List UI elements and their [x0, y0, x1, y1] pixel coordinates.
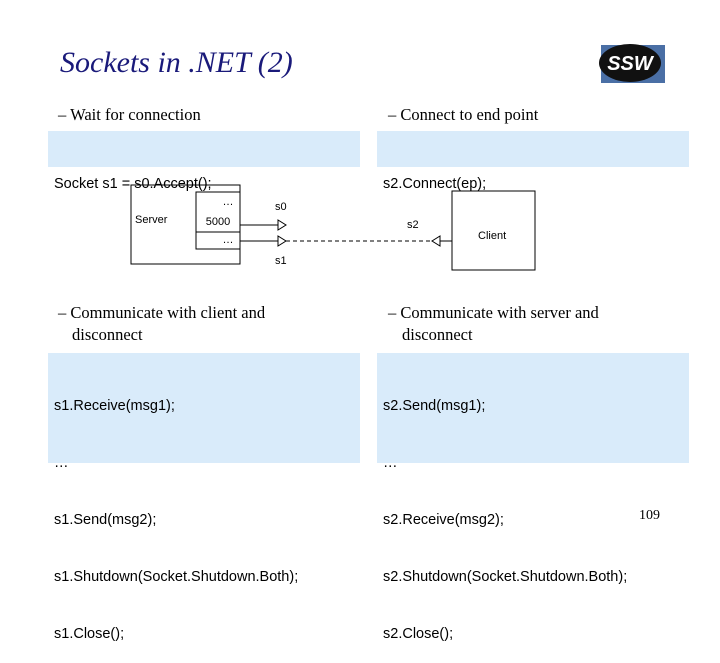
slide-title: Sockets in .NET (2): [60, 46, 293, 79]
svg-text:SSW: SSW: [607, 53, 655, 75]
code-line: s1.Shutdown(Socket.Shutdown.Both);: [54, 569, 299, 585]
s1-label: s1: [275, 255, 287, 267]
heading-line: – Communicate with client and: [58, 303, 266, 322]
client-box: [451, 190, 536, 271]
port-top-ellipsis: …: [223, 196, 234, 208]
client-label: Client: [478, 230, 506, 242]
client-communicate-heading: – Communicate with server and disconnect: [388, 302, 599, 346]
s0-label: s0: [275, 201, 287, 213]
ssw-logo: SSW: [599, 44, 665, 83]
server-code-box: s1.Receive(msg1); … s1.Send(msg2); s1.Sh…: [48, 353, 360, 642]
server-communicate-heading: – Communicate with client and disconnect: [58, 302, 265, 346]
wait-heading: – Wait for connection: [58, 105, 201, 124]
code-line: s1.Close();: [54, 626, 125, 642]
code-line: …: [54, 455, 69, 471]
code-line: Socket s1 = s0.Accept();: [54, 176, 212, 192]
port-box: [195, 191, 241, 250]
code-line: s2.Send(msg1);: [383, 398, 486, 414]
code-line: s2.Close();: [383, 626, 454, 642]
s2-label: s2: [407, 219, 419, 231]
code-line: s2.Shutdown(Socket.Shutdown.Both);: [383, 569, 628, 585]
heading-line: disconnect: [72, 325, 143, 344]
code-line: s1.Receive(msg1);: [54, 398, 175, 414]
connection-diagram: Server … 5000 … s0 s1 s2 Client: [130, 184, 536, 271]
heading-line: disconnect: [402, 325, 473, 344]
code-line: s2.Connect(ep);: [383, 176, 487, 192]
s1-socket-icon: [277, 235, 287, 247]
server-label: Server: [135, 214, 168, 226]
s2-socket-icon: [431, 235, 441, 247]
code-line: s1.Send(msg2);: [54, 512, 157, 528]
accept-code-box: Socket s1 = s0.Accept();: [48, 131, 360, 192]
port-number: 5000: [206, 216, 230, 228]
s0-socket-icon: [277, 219, 287, 231]
connect-code-box: s2.Connect(ep);: [377, 131, 689, 192]
heading-line: – Communicate with server and: [388, 303, 599, 322]
code-line: s2.Receive(msg2);: [383, 512, 504, 528]
port-bottom-ellipsis: …: [223, 234, 234, 246]
connect-heading: – Connect to end point: [388, 105, 539, 124]
page-number: 109: [639, 508, 660, 523]
code-line: …: [383, 455, 398, 471]
client-code-box: s2.Send(msg1); … s2.Receive(msg2); s2.Sh…: [377, 353, 689, 642]
